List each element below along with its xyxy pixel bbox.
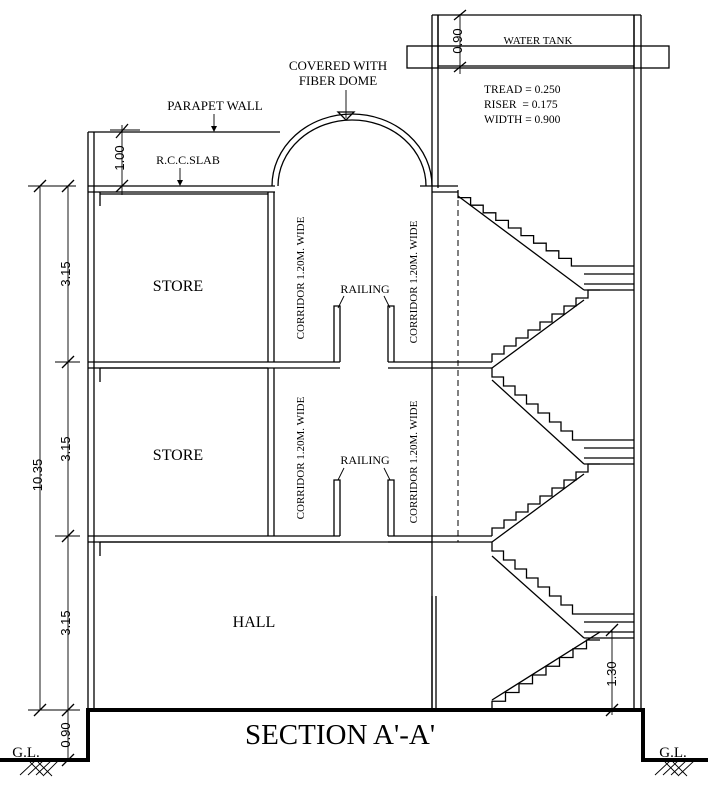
- stair-soffit: [491, 379, 585, 465]
- dim-floor-top: 3.15: [58, 261, 73, 286]
- store-upper-label: STORE: [153, 278, 203, 295]
- corridor-label-4: CORRIDOR 1.20M. WIDE: [408, 400, 420, 523]
- dim-floor-ground: 3.15: [58, 610, 73, 635]
- store-lower-label: STORE: [153, 447, 203, 464]
- water-tank: [406, 15, 670, 69]
- stair-soffit: [491, 631, 601, 701]
- stair-soffit: [491, 555, 585, 639]
- fiber-dome: [271, 113, 433, 187]
- dim-plinth: 0.90: [58, 722, 73, 747]
- dome-label-1: COVERED WITH: [289, 58, 387, 73]
- slab-label: R.C.C.SLAB: [156, 153, 220, 167]
- parapet-label: PARAPET WALL: [167, 98, 263, 113]
- stair-flight: [491, 639, 600, 710]
- partition-walls: [100, 192, 437, 710]
- railing-upper-label: RAILING: [340, 282, 390, 296]
- dimension-lines: [28, 9, 619, 767]
- ground-level-right: G.L.: [659, 745, 687, 761]
- stair-flight: [457, 190, 584, 267]
- dim-parapet: 1.00: [112, 145, 127, 170]
- railings: [333, 305, 395, 536]
- hall-label: HALL: [233, 614, 276, 631]
- leaders: [177, 90, 391, 481]
- water-tank-label: WATER TANK: [504, 35, 573, 47]
- stair-soffit: [491, 473, 585, 543]
- stair-flight: [491, 542, 584, 615]
- dim-tank: 0.90: [450, 28, 465, 53]
- stair-soffit: [491, 299, 585, 369]
- section-title: SECTION A'-A': [245, 719, 435, 751]
- width-spec: WIDTH = 0.900: [484, 114, 561, 126]
- corridor-label-3: CORRIDOR 1.20M. WIDE: [295, 396, 307, 519]
- ground-level-left: G.L.: [12, 745, 40, 761]
- riser-spec: RISER = 0.175: [484, 99, 558, 111]
- stair-soffit: [457, 195, 585, 291]
- stair-flight: [491, 368, 584, 441]
- stair-flight: [491, 289, 600, 362]
- tread-spec: TREAD = 0.250: [484, 84, 561, 96]
- dim-floor-mid: 3.15: [58, 436, 73, 461]
- corridor-label-2: CORRIDOR 1.20M. WIDE: [408, 220, 420, 343]
- stair-flight: [491, 463, 600, 536]
- dim-landing: 1.30: [604, 661, 619, 686]
- dome-label-2: FIBER DOME: [299, 73, 377, 88]
- dim-total: 10.35: [30, 459, 45, 492]
- corridor-label-1: CORRIDOR 1.20M. WIDE: [295, 216, 307, 339]
- railing-lower-label: RAILING: [340, 453, 390, 467]
- staircase: [457, 190, 634, 710]
